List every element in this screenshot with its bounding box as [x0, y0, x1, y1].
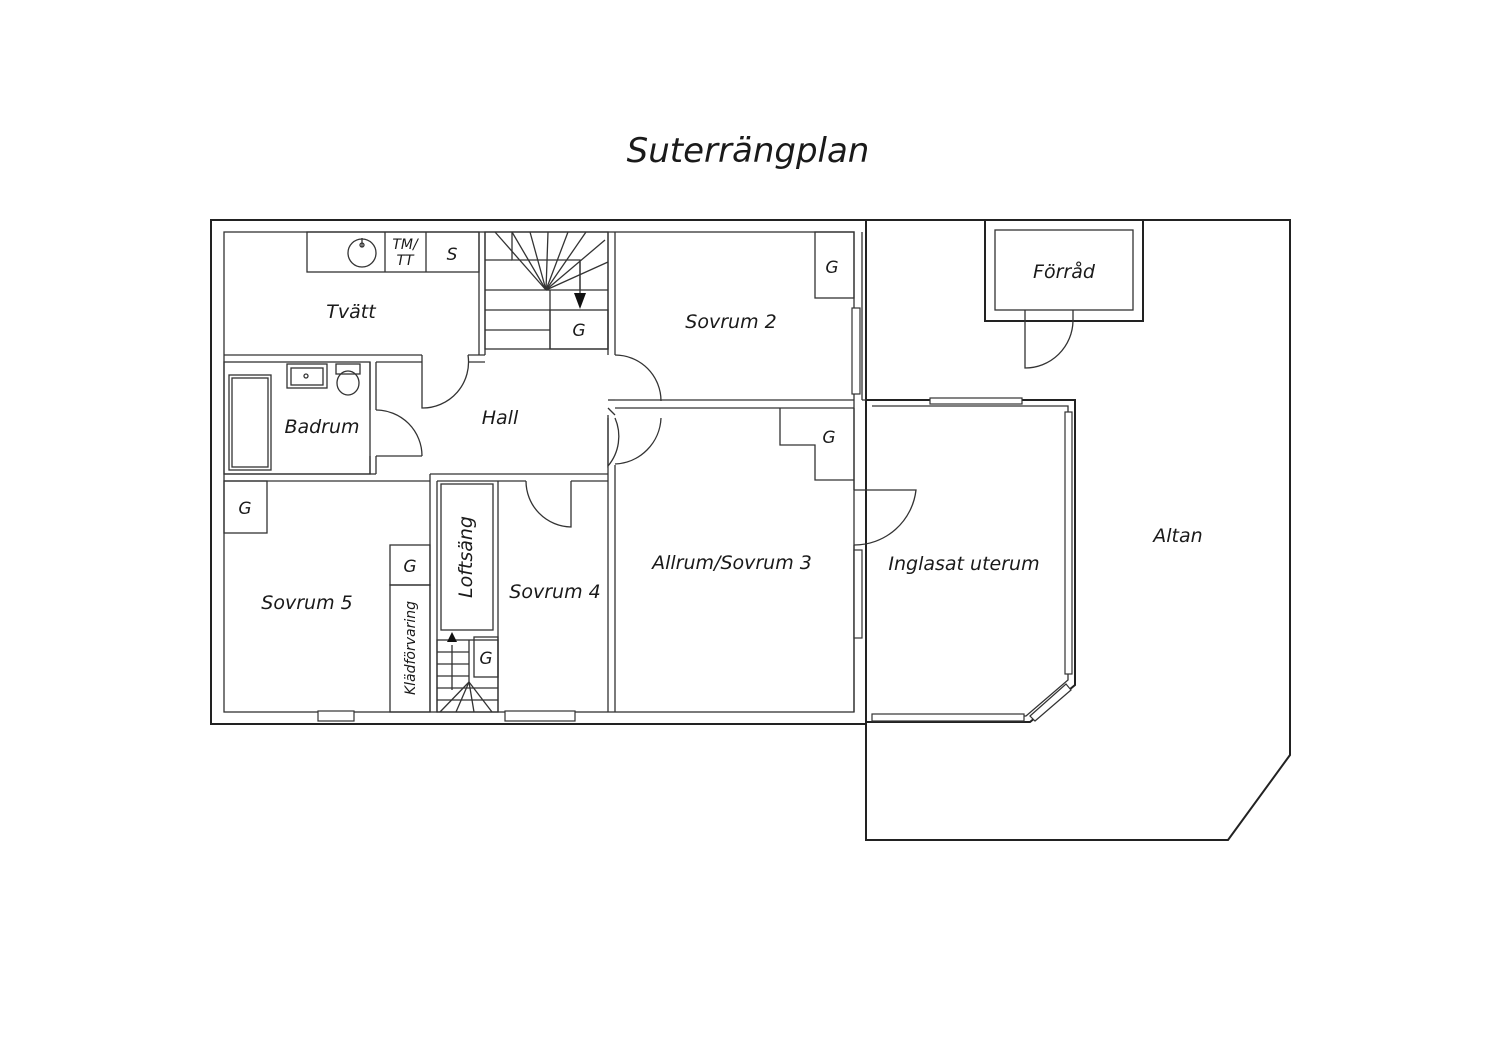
- interior-walls: [223, 231, 917, 722]
- label-allrum: Allrum/Sovrum 3: [650, 552, 812, 574]
- closet-label: G: [572, 321, 585, 341]
- label-s: S: [447, 245, 458, 265]
- label-forrad: Förråd: [1033, 260, 1096, 283]
- label-sovrum-2: Sovrum 2: [685, 311, 776, 333]
- uterum-structure: [866, 397, 1076, 723]
- closet-label: G: [403, 557, 416, 577]
- label-hall: Hall: [482, 407, 519, 429]
- label-sovrum-5: Sovrum 5: [261, 592, 352, 614]
- label-tm: TM/: [392, 237, 419, 253]
- label-altan: Altan: [1151, 525, 1202, 547]
- label-uterum: Inglasat uterum: [888, 553, 1039, 575]
- label-tt: TT: [396, 253, 415, 269]
- altan-outline: [865, 219, 1291, 841]
- closet-label: G: [822, 428, 835, 448]
- label-tvatt: Tvätt: [326, 301, 377, 323]
- label-loftsang: Loftsäng: [455, 516, 477, 598]
- house-outline: [210, 219, 867, 725]
- label-kladforvaring: Klädförvaring: [403, 601, 419, 695]
- plan-title: Suterrängplan: [627, 131, 870, 171]
- label-sovrum-4: Sovrum 4: [509, 581, 600, 603]
- label-badrum: Badrum: [284, 416, 359, 438]
- forrad-structure: [984, 219, 1144, 369]
- closet-label: G: [238, 499, 251, 519]
- closet-label: G: [479, 649, 492, 669]
- closet-label: G: [825, 258, 838, 278]
